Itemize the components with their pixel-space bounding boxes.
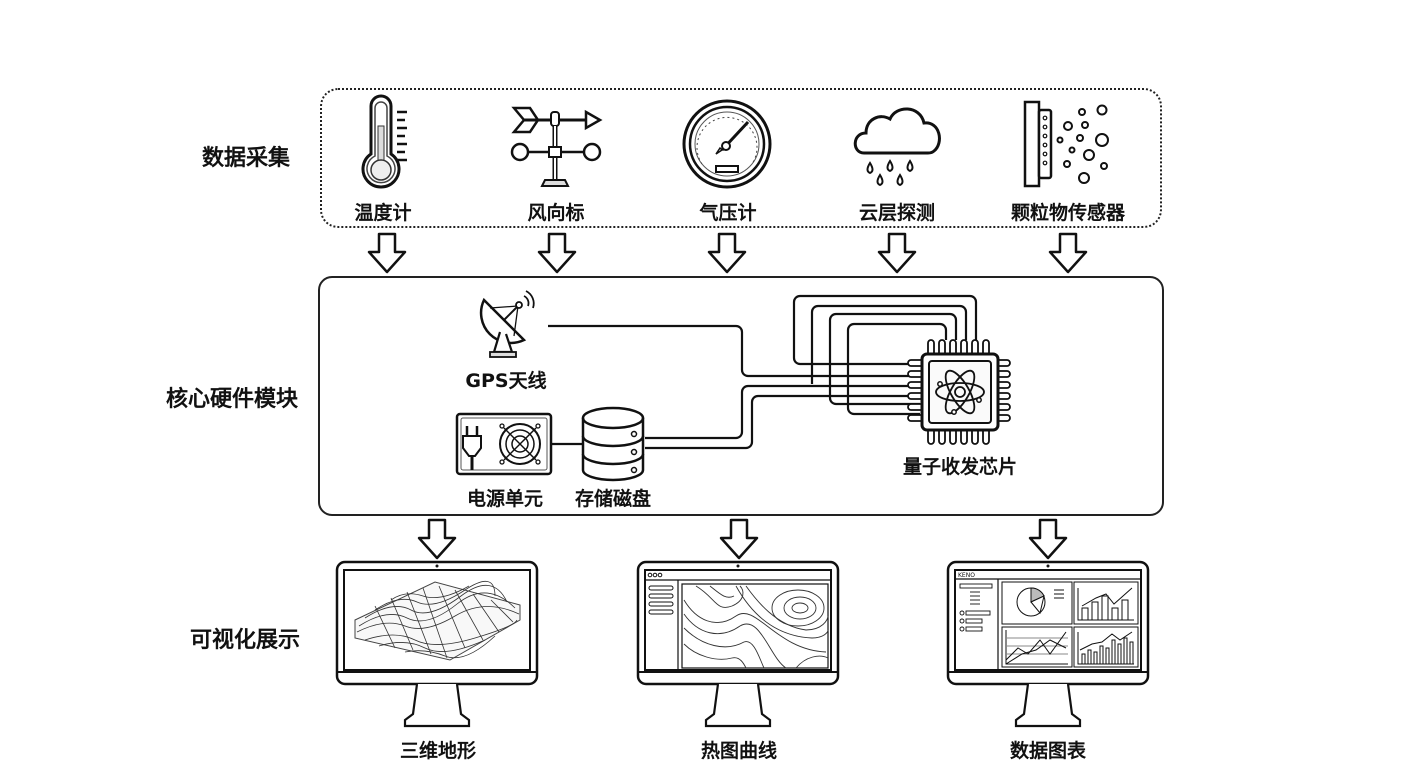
sensor-label-cloud: 云层探测 bbox=[858, 202, 936, 224]
barometer-icon bbox=[682, 99, 772, 189]
display-label-contour: 热图曲线 bbox=[700, 740, 778, 762]
contour-map-monitor-icon bbox=[636, 560, 840, 728]
arrow-down-icon bbox=[417, 518, 457, 560]
row-label-collection: 数据采集 bbox=[202, 146, 291, 171]
arrow-down-icon bbox=[537, 232, 577, 274]
arrow-down-icon bbox=[367, 232, 407, 274]
terrain-mesh-monitor-icon bbox=[335, 560, 539, 728]
thermometer-icon bbox=[361, 94, 407, 189]
svg-text:KENO: KENO bbox=[958, 572, 975, 579]
arrow-down-icon bbox=[1048, 232, 1088, 274]
hardware-module-group bbox=[318, 276, 1164, 516]
row-label-visualization: 可视化展示 bbox=[190, 628, 301, 653]
arrow-down-icon bbox=[719, 518, 759, 560]
sensor-label-thermometer: 温度计 bbox=[354, 202, 412, 224]
hardware-label-chip: 量子收发芯片 bbox=[902, 456, 1018, 478]
power-supply-icon bbox=[455, 412, 553, 476]
arrow-down-icon bbox=[707, 232, 747, 274]
data-collection-group bbox=[320, 88, 1162, 228]
cloud-rain-icon bbox=[853, 107, 941, 187]
wind-vane-icon bbox=[510, 106, 603, 187]
sensor-label-particle: 颗粒物传感器 bbox=[1010, 202, 1126, 224]
row-label-hardware: 核心硬件模块 bbox=[166, 387, 299, 412]
hardware-label-gps: GPS天线 bbox=[465, 370, 547, 392]
arrow-down-icon bbox=[1028, 518, 1068, 560]
hardware-label-storage: 存储磁盘 bbox=[574, 488, 652, 510]
display-label-dashboard: 数据图表 bbox=[1009, 740, 1087, 762]
arrow-down-icon bbox=[877, 232, 917, 274]
satellite-dish-icon bbox=[479, 290, 535, 358]
quantum-chip-icon bbox=[907, 339, 1011, 445]
display-label-terrain: 三维地形 bbox=[399, 740, 477, 762]
dashboard-monitor-icon: KENO bbox=[946, 560, 1150, 728]
sensor-label-barometer: 气压计 bbox=[699, 202, 757, 224]
hardware-label-power: 电源单元 bbox=[466, 488, 544, 510]
particle-sensor-icon bbox=[1023, 100, 1109, 188]
sensor-label-wind-vane: 风向标 bbox=[527, 202, 585, 224]
database-icon bbox=[581, 406, 645, 482]
